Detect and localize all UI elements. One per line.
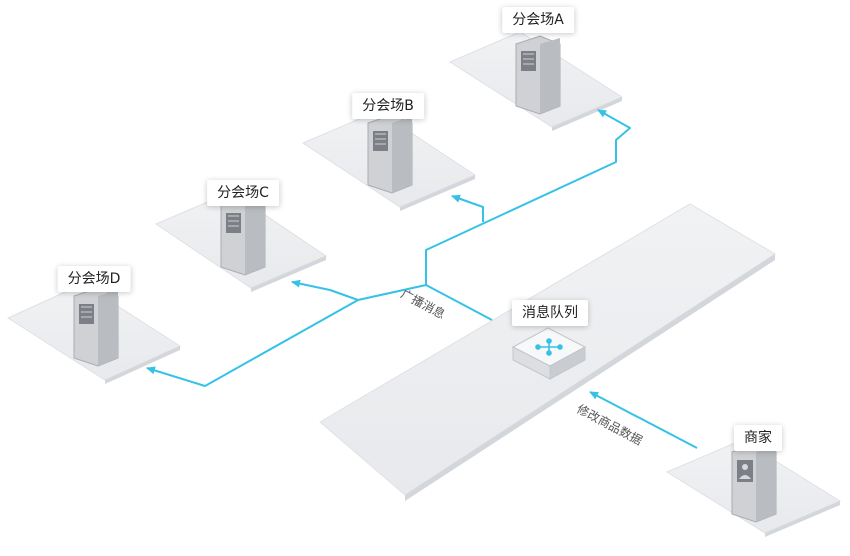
venue-a-server-icon xyxy=(515,35,561,115)
venue-d-label: 分会场D xyxy=(57,266,131,292)
modify-line xyxy=(589,391,698,449)
venue-b-label: 分会场B xyxy=(352,93,424,119)
venue-c-label: 分会场C xyxy=(207,180,279,206)
merchant-server-icon xyxy=(731,443,777,523)
broadcast-lines xyxy=(146,109,631,387)
venue-d-server-icon xyxy=(73,287,119,367)
venue-a-label: 分会场A xyxy=(502,7,574,33)
venue-c-server-icon xyxy=(220,196,266,276)
merchant-label: 商家 xyxy=(734,425,782,451)
queue-icon xyxy=(511,327,587,380)
venue-b-server-icon xyxy=(367,114,413,194)
queue-label: 消息队列 xyxy=(512,300,588,326)
